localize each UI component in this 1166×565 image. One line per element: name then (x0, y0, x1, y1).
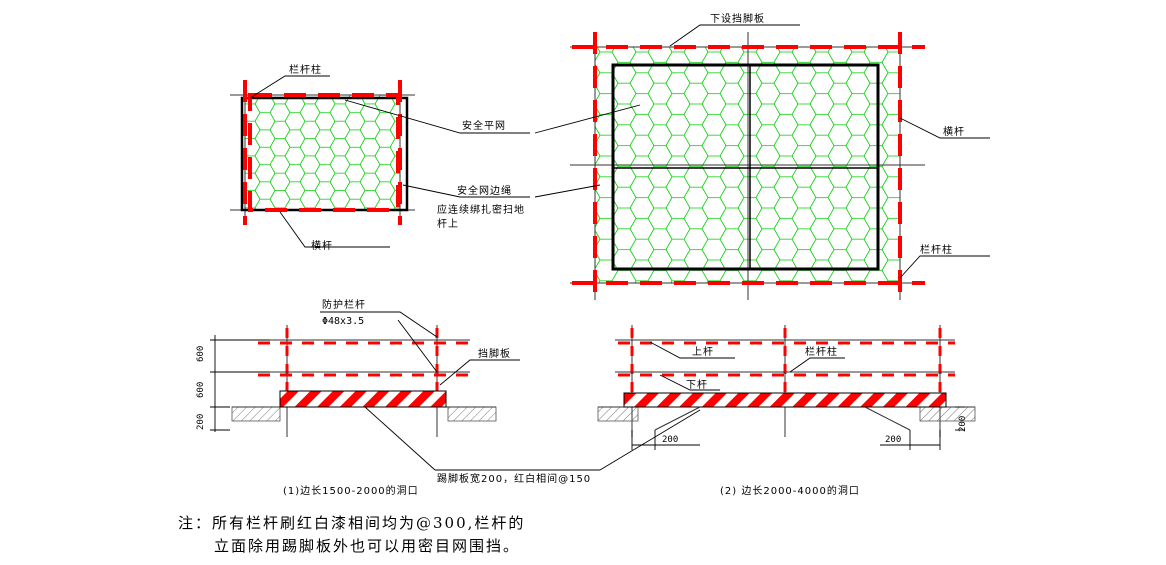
dim-200-a: 200 (662, 435, 678, 445)
brace (864, 406, 911, 431)
hole-edge-large (611, 63, 880, 271)
note-line-2: 立面除用踢脚板外也可以用密目网围挡。 (214, 537, 520, 555)
leader-crossbar-large (899, 117, 990, 139)
leader-net (344, 99, 530, 134)
label-toeboard: 挡脚板 (478, 347, 511, 360)
label-crossbar-small: 横杆 (311, 239, 333, 252)
elevation-large: 200 200 200 上杆 栏杆柱 下杆 (597, 325, 976, 471)
dim-600-top: 600 (196, 346, 206, 362)
leader-post-elev (789, 357, 845, 373)
dim-200-right: 200 (958, 416, 968, 432)
leader-post (249, 75, 330, 99)
slab-left (231, 406, 281, 422)
leader-upper-rail (649, 341, 735, 359)
label-net-edge-rope: 安全网边绳 (457, 184, 512, 197)
plan-large-hole: 下设挡脚板 横杆 栏杆柱 (534, 12, 990, 300)
leader-edge (402, 184, 530, 198)
label-crossbar-large: 横杆 (943, 125, 965, 138)
brace (654, 406, 701, 431)
label-post-small: 栏杆柱 (289, 63, 322, 76)
dim-600-bottom: 600 (196, 382, 206, 398)
leader-post-large (899, 255, 990, 279)
hole-edge-small (240, 96, 409, 212)
safety-net-small (245, 95, 400, 210)
toeboard-large (623, 392, 947, 408)
label-lower-rail: 下杆 (686, 379, 708, 391)
plan-small-hole: 栏杆柱 安全平网 安全网边绳 应连续绑扎密扫地 杆上 横杆 (230, 63, 530, 252)
label-pipe-spec: Φ48x3.5 (322, 316, 364, 327)
label-post-elev: 栏杆柱 (805, 345, 838, 358)
leader-edge-large (534, 184, 601, 198)
note-line-1: 注：所有栏杆刷红白漆相间均为@300,栏杆的 (178, 514, 525, 532)
label-toeboard-top: 下设挡脚板 (710, 12, 765, 25)
label-net-tie-2: 杆上 (437, 218, 459, 230)
elevation-small: 600 600 200 防护栏杆 Φ48x3.5 挡脚板 (196, 298, 600, 471)
caption-left: (1)边长1500-2000的洞口 (283, 484, 419, 497)
leader-toeboard-top (669, 24, 800, 47)
label-guardrail: 防护栏杆 (322, 298, 366, 311)
label-kickboard-note: 踢脚板宽200，红白相间@150 (437, 472, 591, 485)
caption-right: (2) 边长2000-4000的洞口 (720, 484, 860, 497)
leader-crossbar (279, 211, 390, 248)
slab-right (447, 406, 497, 422)
dim-200-left: 200 (196, 414, 206, 430)
leader-guardrail-2 (397, 319, 438, 373)
leader-lower-rail (659, 374, 720, 391)
label-safety-net: 安全平网 (462, 119, 506, 132)
label-post-large: 栏杆柱 (920, 243, 953, 256)
leader-toeboard (439, 359, 520, 386)
leader-kickboard-2 (599, 409, 701, 471)
label-upper-rail: 上杆 (692, 346, 714, 358)
leader-net-large (534, 104, 641, 134)
label-net-tie-1: 应连续绑扎密扫地 (437, 203, 525, 216)
toeboard-small (279, 390, 447, 408)
leader-kickboard (364, 406, 436, 471)
leader-guardrail (320, 311, 438, 338)
dim-200-b: 200 (885, 435, 901, 445)
